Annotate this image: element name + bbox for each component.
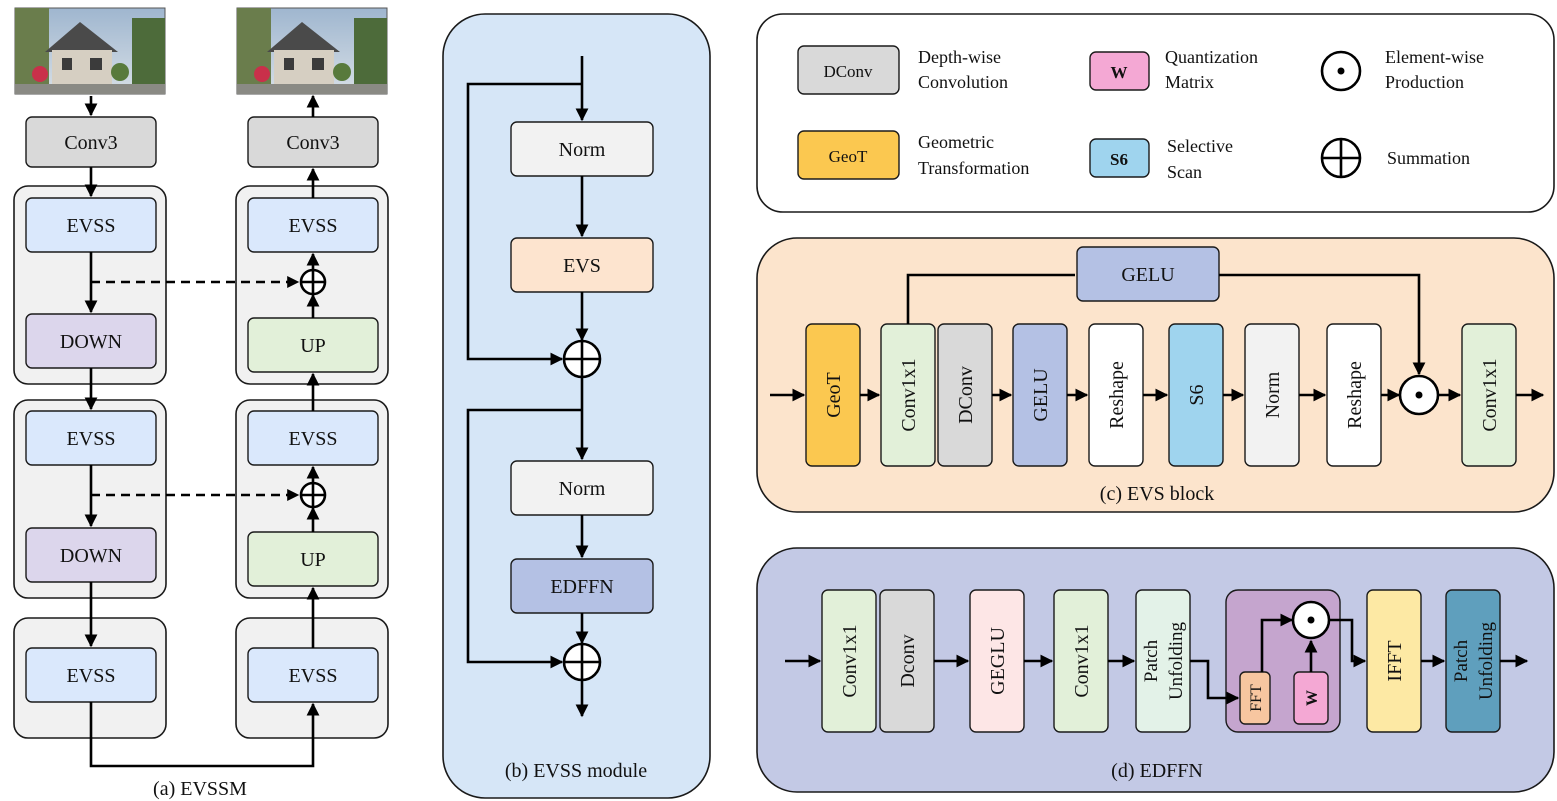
caption-b: (b) EVSS module (505, 760, 647, 782)
edffn-label: EDFFN (550, 576, 613, 598)
patch-unfolding-a-label-2: Unfolding (1166, 621, 1187, 700)
residual-connection-2 (466, 408, 582, 669)
fft-box (1239, 671, 1271, 725)
evs-label: EVS (563, 255, 601, 277)
encoder-down-2-label: DOWN (60, 545, 122, 567)
caption-a: (a) EVSSM (153, 778, 247, 800)
summation-icon (1320, 137, 1362, 179)
legend-dconv-desc-2: Convolution (918, 72, 1008, 92)
legend-geot-desc-1: Geometric (918, 132, 994, 152)
legend-w-box (1089, 51, 1150, 91)
legend-w-desc-2: Matrix (1165, 72, 1214, 92)
legend-elementwise-desc-1: Element-wise (1385, 47, 1484, 67)
legend-geot-box (797, 130, 900, 180)
legend-w-label: W (1111, 63, 1128, 82)
panel-a-evssm: Conv3 EVSS DOWN EVSS DOWN EVSS Conv3 EVS… (13, 7, 389, 800)
conv1x1-a-box (821, 589, 877, 733)
conv3-output-label: Conv3 (286, 132, 339, 154)
summation-icon (562, 339, 602, 379)
norm-label: Norm (1262, 371, 1284, 418)
ifft-label: IFFT (1384, 640, 1406, 681)
legend-s6-desc-1: Selective (1167, 136, 1233, 156)
decoder-evss-1-label: EVSS (289, 215, 338, 237)
legend-s6-box (1089, 138, 1150, 178)
panel-b-evss-module: Norm EVS Norm EDFFN (b) EVSS module (442, 13, 711, 799)
legend-geot-label: GeoT (829, 147, 868, 166)
s6-label: S6 (1186, 384, 1208, 405)
house-photo-output (236, 7, 388, 95)
w-label: W (1304, 690, 1321, 706)
decoder-evss-2-label: EVSS (289, 428, 338, 450)
norm-2-label: Norm (559, 478, 606, 500)
geot-label: GeoT (823, 372, 845, 418)
encoder-evss-1-label: EVSS (67, 215, 116, 237)
legend-s6-label: S6 (1110, 150, 1128, 169)
gelu-top-label: GELU (1121, 264, 1175, 286)
patch-unfolding-a-label-1: Patch (1141, 639, 1162, 682)
encoder-down-1-label: DOWN (60, 331, 122, 353)
conv1x1-b-label: Conv1x1 (1071, 624, 1093, 697)
panel-c-evs-block: GELU GeoT Conv1x1 DConv GELU Reshape S6 … (756, 237, 1555, 513)
reshape-b-label: Reshape (1344, 361, 1366, 429)
conv1x1-a-label: Conv1x1 (839, 624, 861, 697)
encoder-evss-2-label: EVSS (67, 428, 116, 450)
element-wise-product-icon (1320, 50, 1362, 92)
norm-1-label: Norm (559, 139, 606, 161)
bottleneck-connection (89, 702, 320, 768)
element-wise-product-icon (1291, 600, 1331, 640)
legend-dconv-desc-1: Depth-wise (918, 47, 1001, 67)
legend: DConv Depth-wise Convolution GeoT Geomet… (756, 13, 1555, 213)
fft-label: FFT (1248, 684, 1265, 712)
summation-icon (299, 481, 327, 509)
element-wise-product-icon (1398, 374, 1440, 416)
legend-summation-desc: Summation (1387, 148, 1470, 168)
geglu-label: GEGLU (987, 627, 1009, 695)
decoder-up-2-label: UP (300, 549, 326, 571)
legend-geot-desc-2: Transformation (918, 158, 1029, 178)
gelu-branch (906, 273, 1075, 324)
legend-w-desc-1: Quantization (1165, 47, 1258, 67)
legend-dconv-label: DConv (823, 62, 873, 81)
reshape-a-label: Reshape (1106, 361, 1128, 429)
summation-icon (562, 642, 602, 682)
patch-unfolding-b-label-1: Patch (1451, 639, 1472, 682)
conv1x1-b-label: Conv1x1 (1479, 358, 1501, 431)
bottleneck-evss-left-label: EVSS (67, 665, 116, 687)
bottleneck-evss-right-label: EVSS (289, 665, 338, 687)
legend-s6-desc-2: Scan (1167, 162, 1202, 182)
panel-d-edffn: Conv1x1 Dconv GEGLU Conv1x1 Patch Unfold… (756, 547, 1555, 793)
dconv-label: DConv (955, 366, 977, 424)
legend-elementwise-desc-2: Production (1385, 72, 1464, 92)
summation-icon (299, 268, 327, 296)
caption-c: (c) EVS block (1100, 483, 1214, 505)
house-photo-input (14, 7, 166, 95)
caption-d: (d) EDFFN (1111, 760, 1203, 782)
conv1x1-a-label: Conv1x1 (898, 358, 920, 431)
conv3-input-label: Conv3 (64, 132, 117, 154)
legend-dconv-box (797, 45, 900, 95)
dconv-label: Dconv (897, 634, 919, 687)
gelu-label: GELU (1030, 368, 1052, 422)
decoder-up-1-label: UP (300, 335, 326, 357)
residual-connection-1 (466, 82, 582, 366)
patch-unfolding-b-label-2: Unfolding (1476, 621, 1497, 700)
legend-background (756, 13, 1555, 213)
gelu-to-product (1219, 273, 1426, 376)
